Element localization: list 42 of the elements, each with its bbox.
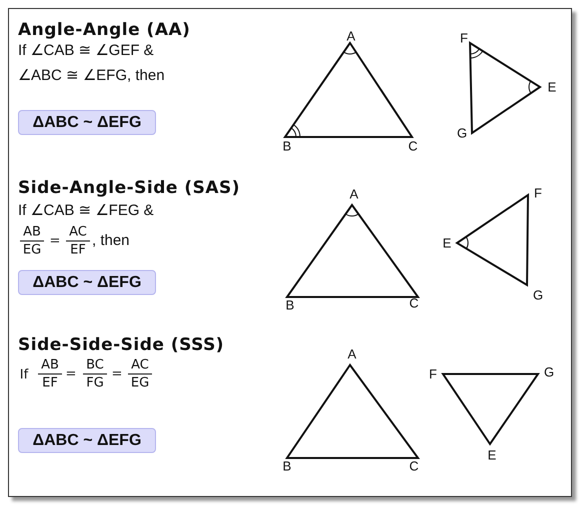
ratio-term: FG bbox=[86, 376, 104, 390]
vertex-label: B bbox=[282, 460, 292, 472]
vertex-label: A bbox=[346, 30, 356, 42]
ratio-term: AC bbox=[69, 226, 87, 238]
vertex-label: F bbox=[429, 368, 437, 380]
ratio-term: AC bbox=[131, 358, 149, 372]
ratio-term: BC bbox=[86, 358, 104, 372]
result-highlight: ΔABC ~ ΔEFG bbox=[18, 428, 156, 453]
vertex-label: E bbox=[442, 236, 452, 250]
vertex-label: F bbox=[460, 32, 468, 44]
vertex-label: F bbox=[534, 186, 542, 200]
condition-text: , then bbox=[92, 233, 130, 248]
ratio-term: EG bbox=[130, 376, 150, 390]
ratio-term: EF bbox=[42, 376, 58, 390]
ratio-term: = bbox=[66, 368, 76, 380]
vertex-label: C bbox=[409, 460, 419, 472]
ratio-term: If bbox=[20, 368, 28, 382]
ratio-term: EF bbox=[70, 244, 86, 256]
vertex-label: E bbox=[488, 448, 496, 462]
ratio-term: AB bbox=[41, 358, 59, 372]
condition-text: If ∠CAB ≅ ∠FEG & bbox=[18, 203, 154, 218]
vertex-label: G bbox=[532, 288, 544, 302]
section-heading: Angle-Angle (AA) bbox=[18, 22, 190, 39]
ratio-term: = bbox=[50, 234, 60, 248]
result-highlight: ΔABC ~ ΔEFG bbox=[18, 270, 156, 295]
section-heading: Side-Angle-Side (SAS) bbox=[18, 180, 240, 197]
vertex-label: B bbox=[282, 140, 292, 152]
vertex-label: A bbox=[348, 348, 356, 360]
ratio-term: AB bbox=[23, 226, 41, 238]
vertex-label: B bbox=[286, 298, 294, 312]
vertex-label: C bbox=[408, 140, 418, 152]
vertex-label: C bbox=[409, 296, 419, 310]
vertex-label: A bbox=[350, 188, 358, 200]
condition-text: If ∠CAB ≅ ∠GEF & bbox=[18, 43, 154, 58]
section-heading: Side-Side-Side (SSS) bbox=[18, 337, 224, 354]
ratio-term: EG bbox=[22, 244, 42, 256]
vertex-label: E bbox=[548, 80, 556, 94]
vertex-label: G bbox=[456, 126, 468, 140]
ratio-term: = bbox=[112, 368, 122, 380]
result-highlight: ΔABC ~ ΔEFG bbox=[18, 110, 156, 135]
condition-text: ∠ABC ≅ ∠EFG, then bbox=[18, 68, 165, 83]
vertex-label: G bbox=[544, 366, 554, 378]
